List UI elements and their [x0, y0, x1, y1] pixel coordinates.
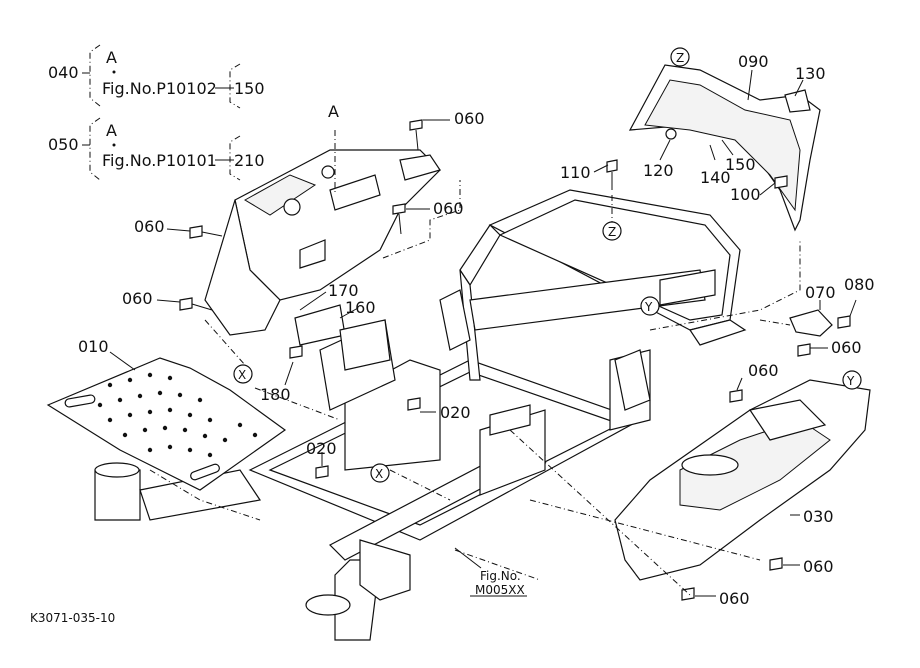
- marker-x-2: X: [370, 463, 390, 483]
- grille-cover-090: [628, 64, 821, 232]
- reference-block-050: 050 A Fig.No.P10101 210: [48, 117, 265, 181]
- marker-a: A: [328, 102, 339, 121]
- bracket-070: [789, 309, 833, 337]
- ref-040-qty: 150: [234, 79, 265, 98]
- callout-130: 130: [795, 64, 826, 83]
- svg-text:Y: Y: [644, 300, 653, 314]
- ref-040-figno: Fig.No.P10102: [102, 79, 217, 98]
- callout-100: 100: [730, 185, 761, 204]
- svg-text:Y: Y: [846, 374, 855, 388]
- callout-060-a: 060: [454, 109, 485, 128]
- callout-060-g: 060: [803, 557, 834, 576]
- floor-plate-010: [46, 357, 287, 491]
- step-cover-030: [614, 379, 871, 581]
- callout-110: 110: [560, 163, 591, 182]
- callout-070: 070: [805, 283, 836, 302]
- callout-180: 180: [260, 385, 291, 404]
- svg-text:Z: Z: [608, 225, 616, 239]
- ref-040-key: 040: [48, 63, 79, 82]
- upper-frame: [439, 189, 747, 411]
- callout-120: 120: [643, 161, 674, 180]
- callout-140: 140: [700, 168, 731, 187]
- marker-y-2: Y: [842, 370, 862, 390]
- callout-020-a: 020: [440, 403, 471, 422]
- callout-060-e: 060: [831, 338, 862, 357]
- callout-060-b: 060: [433, 199, 464, 218]
- reference-lines: [149, 130, 801, 596]
- callout-060-c: 060: [134, 217, 165, 236]
- callout-060-h: 060: [719, 589, 750, 608]
- bracket-group-160: [294, 304, 391, 371]
- ref-050-target: A: [106, 121, 117, 140]
- callout-150: 150: [725, 155, 756, 174]
- plate-holes: [97, 372, 258, 458]
- svg-text:Z: Z: [676, 51, 684, 65]
- callout-170: 170: [328, 281, 359, 300]
- callout-060-f: 060: [748, 361, 779, 380]
- callout-030: 030: [803, 507, 834, 526]
- bolts: [179, 119, 851, 601]
- dash-panel-cover: [204, 149, 441, 336]
- marker-y-1: Y: [640, 296, 660, 316]
- marker-x-1: X: [233, 364, 253, 384]
- callout-020-b: 020: [306, 439, 337, 458]
- fig-ref-label: Fig.No.: [480, 569, 521, 583]
- ref-050-qty: 210: [234, 151, 265, 170]
- marker-z-1: Z: [670, 47, 690, 67]
- fig-ref-number: M005XX: [475, 583, 525, 597]
- leader-lines: [109, 69, 857, 597]
- figure-code: K3071-035-10: [30, 611, 115, 625]
- svg-text:X: X: [238, 368, 246, 382]
- callout-010: 010: [78, 337, 109, 356]
- callout-060-d: 060: [122, 289, 153, 308]
- ref-050-figno: Fig.No.P10101: [102, 151, 217, 170]
- callout-080: 080: [844, 275, 875, 294]
- ref-040-target: A: [106, 48, 117, 67]
- ref-050-key: 050: [48, 135, 79, 154]
- svg-text:X: X: [375, 467, 383, 481]
- callout-160: 160: [345, 298, 376, 317]
- marker-z-2: Z: [602, 221, 622, 241]
- callout-090: 090: [738, 52, 769, 71]
- reference-block-040: 040 A Fig.No.P10102 150: [48, 44, 265, 109]
